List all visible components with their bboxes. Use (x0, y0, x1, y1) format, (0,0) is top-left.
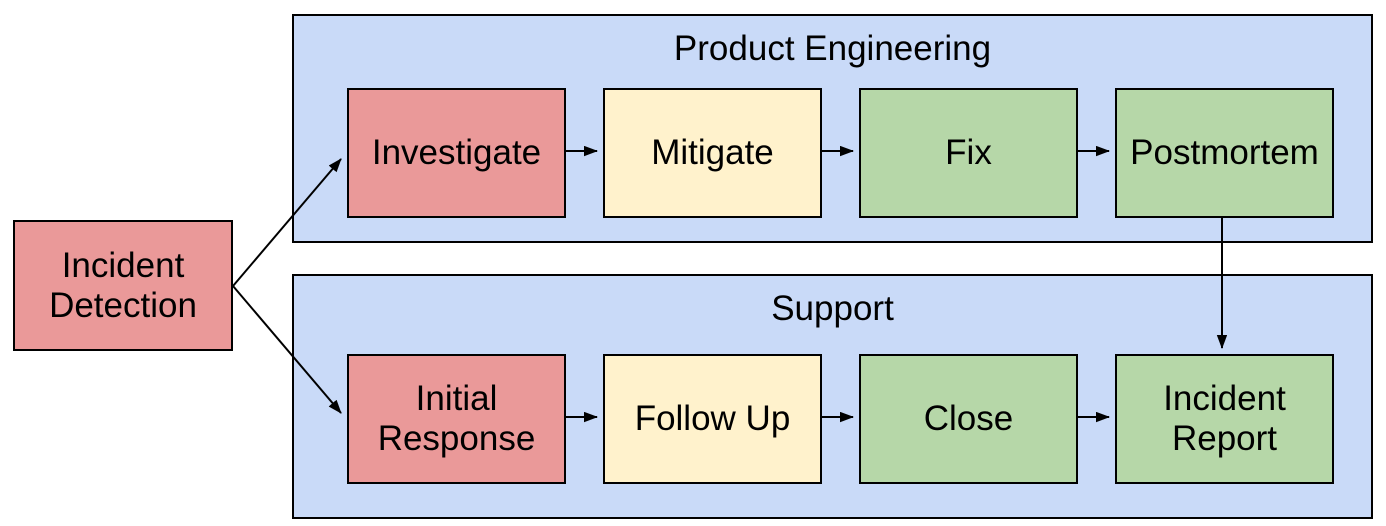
node-label: Fix (945, 133, 992, 172)
node-follow-up: Follow Up (603, 354, 822, 484)
node-label: Incident Detection (49, 245, 197, 325)
node-label: Incident Report (1163, 379, 1286, 458)
node-label: Mitigate (651, 133, 774, 172)
node-label: Investigate (371, 133, 542, 172)
node-label: Close (923, 399, 1014, 438)
node-incident-detection: Incident Detection (13, 220, 233, 351)
node-initial-response: Initial Response (347, 354, 566, 484)
node-label: Follow Up (634, 399, 791, 438)
node-incident-report: Incident Report (1115, 354, 1334, 484)
lane-product-engineering: Product Engineering Investigate Mitigate… (292, 14, 1373, 243)
lane-title-support: Support (771, 289, 894, 328)
node-investigate: Investigate (347, 88, 566, 218)
node-mitigate: Mitigate (603, 88, 822, 218)
node-label: Initial Response (377, 379, 536, 458)
node-label: Postmortem (1130, 133, 1319, 172)
node-postmortem: Postmortem (1115, 88, 1334, 218)
lane-title-product-engineering: Product Engineering (673, 29, 992, 68)
node-fix: Fix (859, 88, 1078, 218)
node-close: Close (859, 354, 1078, 484)
lane-support: Support Initial Response Follow Up Close… (292, 274, 1373, 519)
